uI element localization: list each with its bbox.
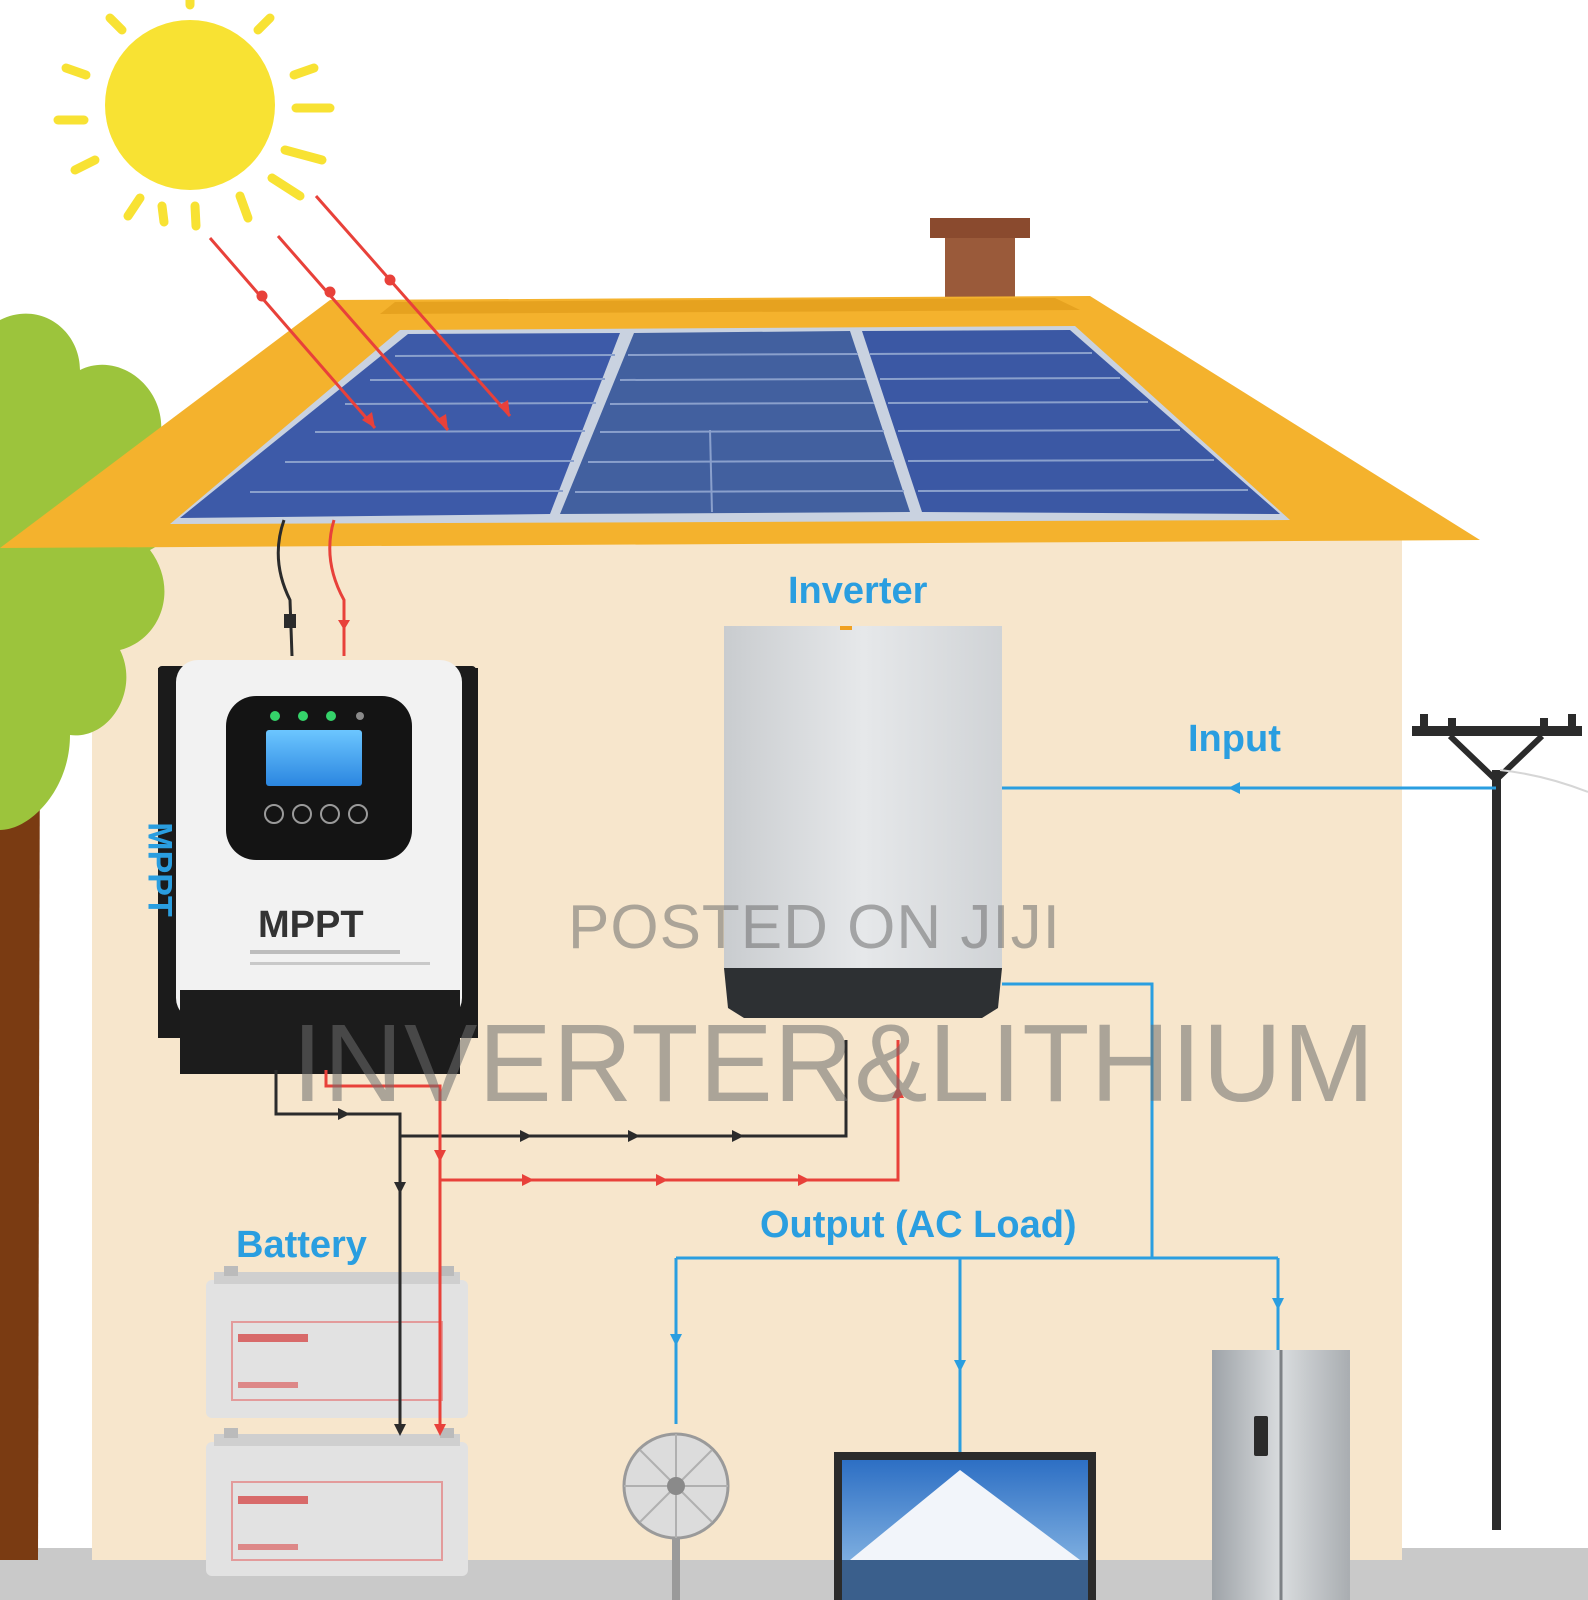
mppt-controller-icon	[158, 660, 478, 1074]
refrigerator-icon	[1212, 1350, 1350, 1600]
panel-to-mppt-wires	[276, 519, 350, 657]
mppt-side-label: MPPT	[140, 822, 179, 917]
battery-label: Battery	[236, 1224, 367, 1266]
battery-icon	[206, 1428, 468, 1576]
utility-pole-icon	[1412, 714, 1582, 1530]
input-label: Input	[1188, 718, 1281, 760]
dc-wiring	[274, 1040, 904, 1436]
sun-icon	[53, 0, 335, 231]
watermark-line-1: POSTED ON JIJI	[568, 893, 1061, 962]
sunlight-rays	[208, 195, 512, 431]
watermark-line-2: INVERTER&LITHIUM	[292, 1002, 1376, 1125]
inverter-icon	[724, 626, 1002, 1018]
tree-icon	[0, 313, 186, 1560]
mppt-front-label: MPPT	[258, 904, 364, 946]
output-label: Output (AC Load)	[760, 1204, 1077, 1246]
battery-icon	[206, 1266, 468, 1418]
ac-wiring	[670, 782, 1496, 1452]
inverter-label: Inverter	[788, 570, 928, 612]
fan-icon	[622, 1432, 730, 1600]
tv-icon	[834, 1452, 1096, 1600]
solar-panel-array	[170, 326, 1290, 524]
